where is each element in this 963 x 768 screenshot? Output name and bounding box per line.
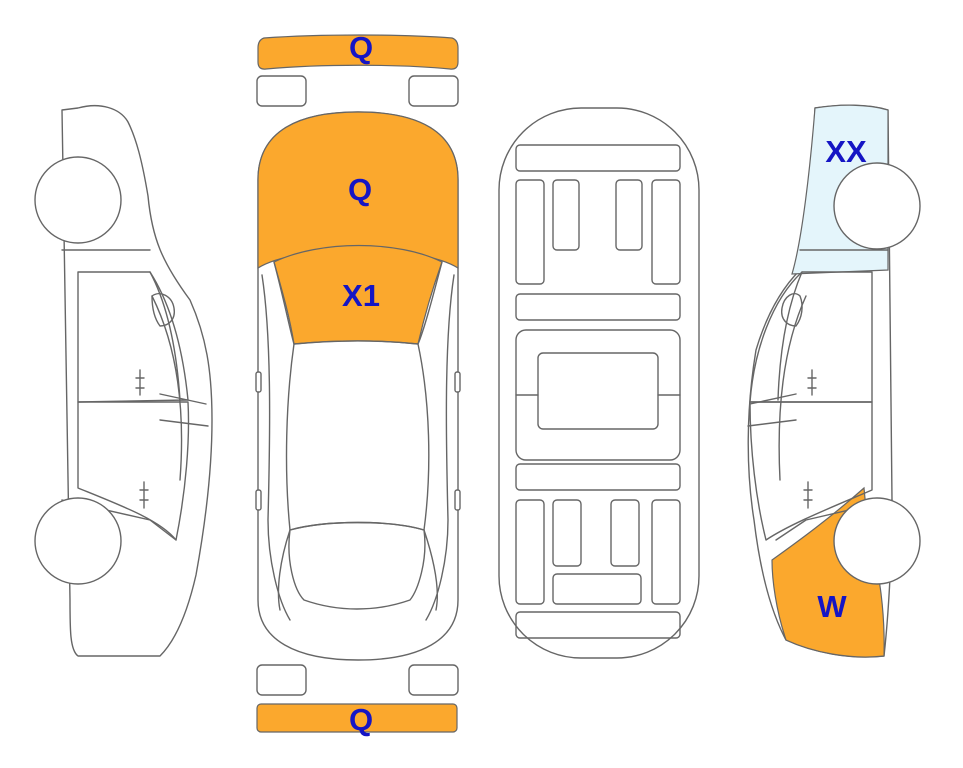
right-front-fender-code: XX bbox=[825, 134, 867, 169]
right-side-door-line bbox=[777, 271, 807, 481]
right-side-mirror bbox=[781, 292, 803, 327]
underside-rear-spare bbox=[552, 573, 642, 605]
right-side-rear-wheel bbox=[833, 497, 921, 585]
top-view-right-inner bbox=[417, 261, 443, 611]
left-side-door-line-a bbox=[149, 271, 181, 401]
underside-rear-bumper-bar bbox=[515, 611, 681, 639]
top-view-rear-window bbox=[288, 521, 426, 610]
right-side-handle-front bbox=[807, 369, 817, 396]
top-view-right-pillar bbox=[425, 274, 455, 621]
top-view-left-mirror bbox=[255, 371, 262, 393]
left-side-door-line-b bbox=[151, 295, 183, 481]
hood-code: Q bbox=[348, 172, 372, 207]
rear-bumper-panel bbox=[256, 703, 458, 733]
front-bumper-panel bbox=[257, 34, 459, 70]
left-side-view bbox=[34, 104, 213, 657]
left-side-rear-wheel bbox=[34, 497, 122, 585]
underside-view bbox=[498, 107, 700, 659]
left-side-body-outline bbox=[61, 104, 213, 657]
underside-front-right-rail bbox=[651, 179, 681, 285]
windshield-code: X1 bbox=[342, 278, 380, 313]
underside-rear-right-inner bbox=[610, 499, 640, 567]
rear-right-taillight bbox=[408, 664, 459, 696]
underside-front-right-inner bbox=[615, 179, 643, 251]
rear-bumper-code: Q bbox=[349, 702, 373, 737]
left-side-handle-rear bbox=[139, 481, 149, 509]
underside-front-left-inner bbox=[552, 179, 580, 251]
top-view bbox=[255, 34, 461, 733]
right-side-mirror-spar bbox=[747, 393, 797, 427]
top-view-right-handle bbox=[454, 489, 461, 511]
front-right-headlight bbox=[408, 75, 459, 107]
underside-rear-left-inner bbox=[552, 499, 582, 567]
top-view-right-mirror bbox=[454, 371, 461, 393]
top-view-left-inner bbox=[273, 261, 295, 611]
left-side-mirror bbox=[151, 292, 175, 327]
right-side-handle-rear bbox=[803, 481, 813, 509]
right-side-window-lower bbox=[749, 401, 873, 541]
underside-center-panel bbox=[537, 352, 659, 430]
underside-rear-crossmember bbox=[515, 463, 681, 491]
top-view-left-handle bbox=[255, 489, 262, 511]
right-side-view bbox=[747, 104, 921, 658]
left-side-front-wheel bbox=[34, 156, 122, 244]
underside-mid-crossmember bbox=[515, 293, 681, 321]
front-bumper-code: Q bbox=[349, 30, 373, 65]
front-left-headlight bbox=[256, 75, 307, 107]
underside-front-crossmember bbox=[515, 144, 681, 172]
underside-rear-left-rail bbox=[515, 499, 545, 605]
underside-outline bbox=[498, 107, 700, 659]
left-side-handle-front bbox=[135, 369, 145, 396]
underside-front-left-rail bbox=[515, 179, 545, 285]
left-side-mirror-spar bbox=[159, 393, 209, 427]
right-rear-quarter-code: W bbox=[817, 589, 847, 624]
right-side-front-wheel bbox=[833, 162, 921, 250]
top-view-left-pillar bbox=[261, 274, 291, 621]
underside-rear-right-rail bbox=[651, 499, 681, 605]
rear-left-taillight bbox=[256, 664, 307, 696]
